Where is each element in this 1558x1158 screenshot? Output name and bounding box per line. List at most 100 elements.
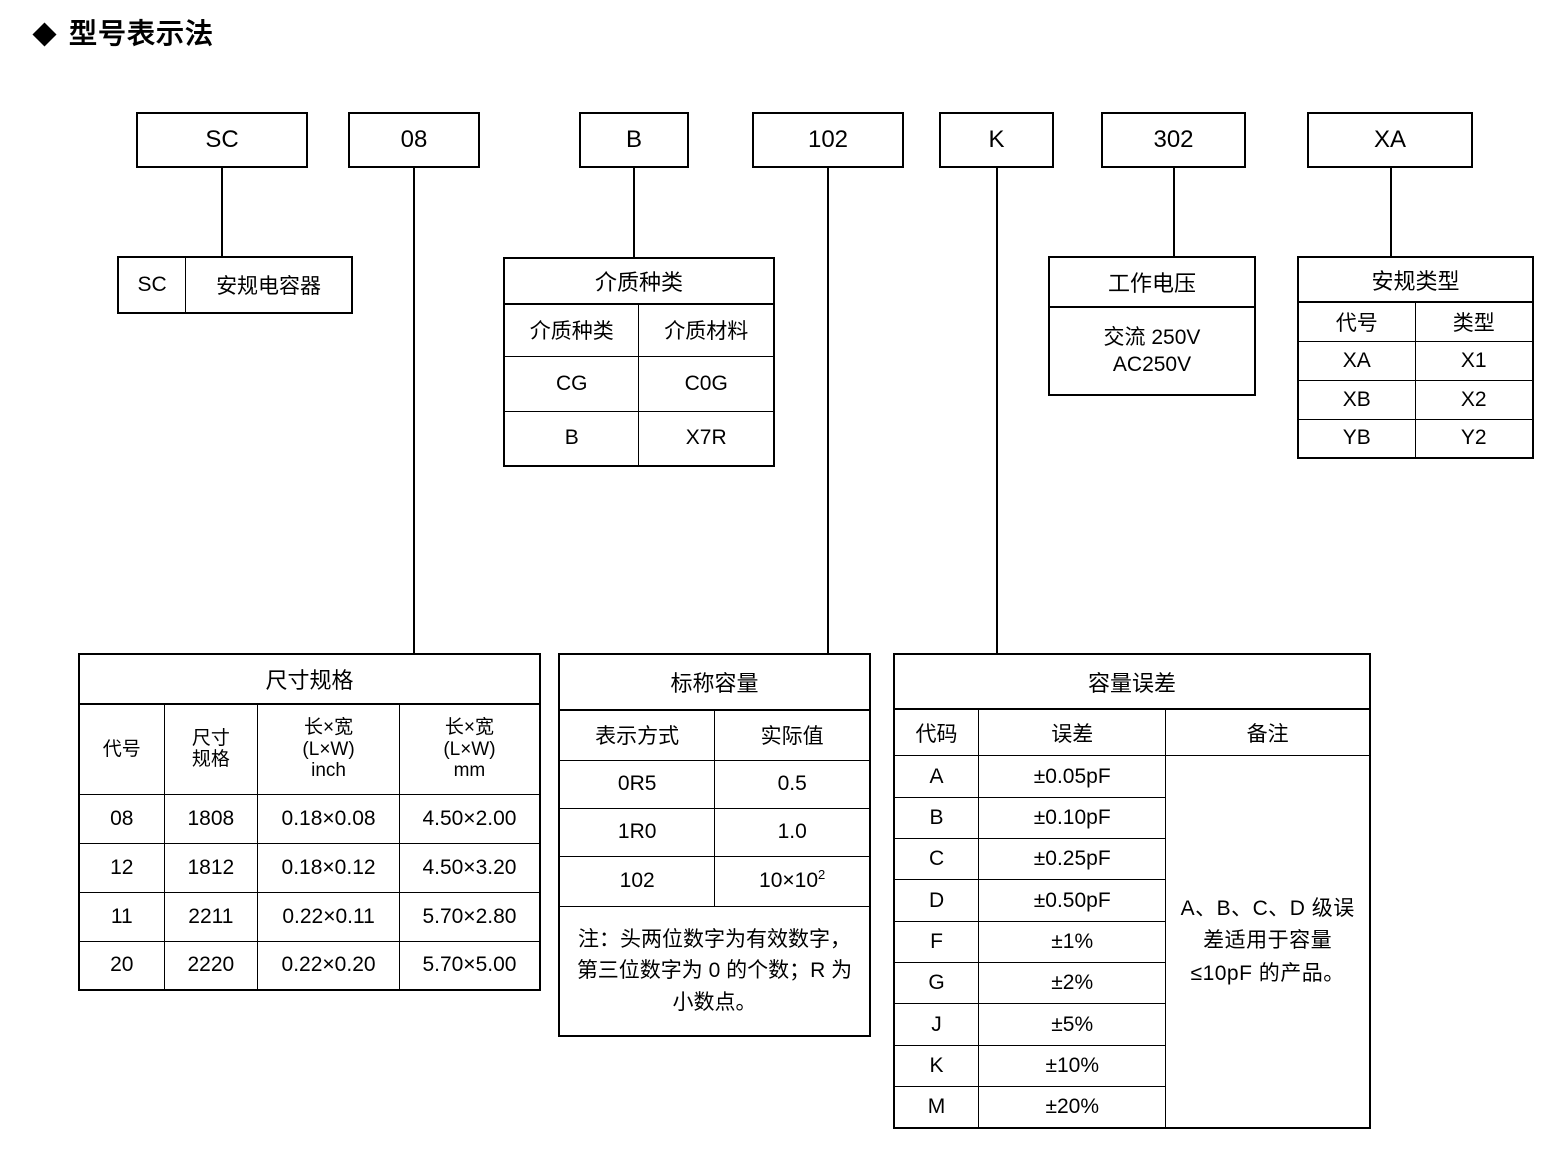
code-box-dielectric: B xyxy=(579,112,689,168)
tolerance-cell-value: ±2% xyxy=(978,962,1167,1005)
dielectric-cell-type: CG xyxy=(503,355,640,412)
safety-table-title: 安规类型 xyxy=(1297,256,1534,303)
table-row: 表示方式 实际值 xyxy=(558,709,871,761)
size-header-inch-line2: (L×W) xyxy=(302,738,355,760)
size-cell-code: 20 xyxy=(78,940,165,991)
size-cell-code: 12 xyxy=(78,842,165,893)
tolerance-cell-value: ±0.50pF xyxy=(978,879,1167,922)
size-header-mm-line3: mm xyxy=(453,759,486,781)
tolerance-table: 容量误差 代码 误差 备注 A ±0.05pF A、B、C、D 级误差适用于容量… xyxy=(893,653,1371,1129)
connector-capacitance xyxy=(827,168,829,653)
table-row: B X7R xyxy=(503,410,775,467)
safety-cell-code: XA xyxy=(1297,340,1416,381)
tolerance-header-remark: 备注 xyxy=(1165,708,1371,757)
series-code-cell: SC xyxy=(117,256,187,314)
page-title: 型号表示法 xyxy=(32,18,215,49)
size-cell-inch: 0.18×0.12 xyxy=(257,842,400,893)
size-header-code-line1: 代号 xyxy=(102,738,141,760)
capacitance-value-exponent: 2 xyxy=(818,867,826,882)
capacitance-table-title: 标称容量 xyxy=(558,653,871,711)
table-row: 代号 尺寸 规格 长×宽 (L×W) inch 长×宽 (L×W) mm xyxy=(78,703,541,795)
voltage-block-value: 交流 250V AC250V xyxy=(1048,306,1256,396)
table-row: 102 10×102 xyxy=(558,855,871,907)
tolerance-cell-value: ±0.10pF xyxy=(978,796,1167,840)
table-row: XA X1 xyxy=(1297,340,1534,381)
table-row: 安规类型 xyxy=(1297,256,1534,303)
code-box-size: 08 xyxy=(348,112,480,168)
size-cell-mm: 4.50×3.20 xyxy=(398,842,541,893)
dielectric-cell-type: B xyxy=(503,410,640,467)
table-row: 08 1808 0.18×0.08 4.50×2.00 xyxy=(78,793,541,844)
size-cell-code: 11 xyxy=(78,891,165,942)
connector-voltage xyxy=(1173,168,1175,256)
tolerance-remark: A、B、C、D 级误差适用于容量≤10pF 的产品。 xyxy=(1165,755,1371,1129)
capacitance-cell-value: 1.0 xyxy=(714,807,871,857)
capacitance-cell-code: 0R5 xyxy=(558,759,716,809)
tolerance-cell-code: C xyxy=(893,838,980,881)
table-row: 代码 误差 备注 xyxy=(893,708,1371,757)
table-row: 11 2211 0.22×0.11 5.70×2.80 xyxy=(78,891,541,942)
series-block: SC 安规电容器 xyxy=(117,256,353,314)
size-header-inch-line1: 长×宽 xyxy=(304,717,354,739)
capacitance-cell-value: 0.5 xyxy=(714,759,871,809)
capacitance-cell-value: 10×102 xyxy=(714,855,871,907)
size-cell-spec: 1808 xyxy=(163,793,259,844)
table-row: M ±20% xyxy=(893,1086,1370,1129)
table-row: B ±0.10pF xyxy=(893,796,1370,840)
table-row: 介质种类 介质材料 xyxy=(503,303,775,357)
connector-safety xyxy=(1390,168,1392,256)
code-box-voltage: 302 xyxy=(1101,112,1246,168)
size-cell-mm: 5.70×5.00 xyxy=(398,940,541,991)
table-row: XB X2 xyxy=(1297,379,1534,420)
dielectric-header-material: 介质材料 xyxy=(638,303,775,357)
size-cell-mm: 5.70×2.80 xyxy=(398,891,541,942)
table-row: J ±5% xyxy=(893,1003,1370,1046)
safety-header-code: 代号 xyxy=(1297,301,1416,342)
tolerance-cell-code: A xyxy=(893,755,980,798)
page-title-text: 型号表示法 xyxy=(69,18,215,49)
safety-cell-code: YB xyxy=(1297,418,1416,459)
safety-cell-code: XB xyxy=(1297,379,1416,420)
code-box-capacitance: 102 xyxy=(752,112,904,168)
tolerance-header-code: 代码 xyxy=(893,708,980,757)
size-header-inch: 长×宽 (L×W) inch xyxy=(257,703,400,795)
tolerance-cell-code: D xyxy=(893,879,980,922)
table-row: 介质种类 xyxy=(503,257,775,305)
capacitance-cell-code: 1R0 xyxy=(558,807,716,857)
size-header-code: 代号 xyxy=(78,703,165,795)
size-cell-inch: 0.18×0.08 xyxy=(257,793,400,844)
size-cell-spec: 2211 xyxy=(163,891,259,942)
table-row: 标称容量 xyxy=(558,653,871,711)
safety-header-type: 类型 xyxy=(1414,301,1534,342)
size-cell-spec: 1812 xyxy=(163,842,259,893)
code-box-capacitance-label: 102 xyxy=(807,126,849,153)
size-table-title: 尺寸规格 xyxy=(78,653,541,705)
tolerance-cell-value: ±5% xyxy=(978,1003,1167,1046)
tolerance-cell-value: ±0.05pF xyxy=(978,755,1167,798)
size-header-spec-line2: 规格 xyxy=(191,749,230,771)
code-box-size-label: 08 xyxy=(400,126,428,153)
table-row: 交流 250V AC250V xyxy=(1048,306,1256,396)
size-header-spec-line1: 尺寸 xyxy=(191,727,230,749)
size-header-mm: 长×宽 (L×W) mm xyxy=(398,703,541,795)
safety-cell-type: X2 xyxy=(1414,379,1534,420)
tolerance-cell-value: ±10% xyxy=(978,1044,1167,1088)
table-row: F ±1% xyxy=(893,920,1370,964)
connector-dielectric xyxy=(633,168,635,258)
code-box-tolerance: K xyxy=(939,112,1054,168)
code-box-safety: XA xyxy=(1307,112,1473,168)
connector-tolerance xyxy=(996,168,998,653)
tolerance-cell-code: F xyxy=(893,920,980,964)
code-box-safety-label: XA xyxy=(1373,126,1406,153)
tolerance-cell-value: ±20% xyxy=(978,1086,1167,1129)
size-table: 尺寸规格 代号 尺寸 规格 长×宽 (L×W) inch 长×宽 (L×W) m… xyxy=(78,653,541,991)
code-box-voltage-label: 302 xyxy=(1153,126,1194,153)
table-row: YB Y2 xyxy=(1297,418,1534,459)
tolerance-cell-value: ±0.25pF xyxy=(978,838,1167,881)
code-box-dielectric-label: B xyxy=(625,126,642,153)
capacitance-note: 注：头两位数字为有效数字，第三位数字为 0 的个数；R 为小数点。 xyxy=(558,905,871,1037)
voltage-value-line2: AC250V xyxy=(1112,353,1192,376)
tolerance-cell-code: B xyxy=(893,796,980,840)
dielectric-table: 介质种类 介质种类 介质材料 CG C0G B X7R xyxy=(503,257,775,467)
tolerance-header-tolerance: 误差 xyxy=(978,708,1167,757)
